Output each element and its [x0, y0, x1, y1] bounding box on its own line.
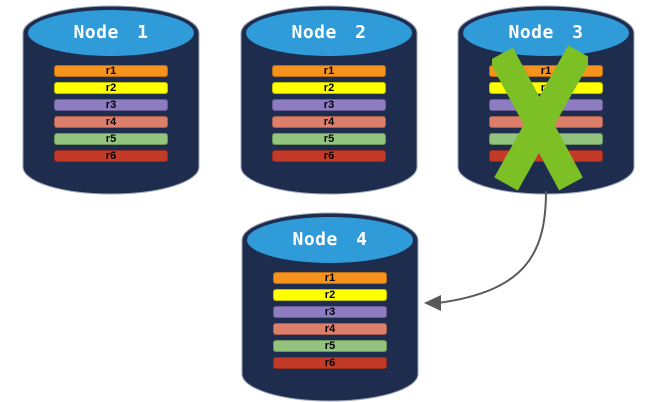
node-title: Node 4 — [292, 229, 368, 250]
replica-row-r2: r2 — [54, 82, 168, 94]
replica-row-r4: r4 — [489, 116, 603, 128]
replica-list: r1 r2 r3 r4 r5 r6 — [54, 65, 168, 167]
replica-label: r2 — [323, 82, 335, 94]
replica-row-r4: r4 — [54, 116, 168, 128]
cylinder-top-face — [463, 10, 629, 56]
arrow-curve — [437, 190, 547, 304]
replica-label: r5 — [324, 340, 336, 352]
node-1-cylinder: Node 1 r1 r2 r3 r4 r5 r6 — [22, 5, 200, 195]
replica-row-r3: r3 — [272, 99, 386, 111]
replica-label: r5 — [540, 133, 552, 145]
replica-row-r5: r5 — [54, 133, 168, 145]
replica-label: r1 — [540, 65, 552, 77]
replica-label: r4 — [105, 116, 117, 128]
replica-label: r1 — [323, 65, 335, 77]
cylinder-top-face — [247, 217, 413, 263]
replica-row-r6: r6 — [272, 150, 386, 162]
replica-row-r3: r3 — [54, 99, 168, 111]
replica-label: r4 — [324, 323, 336, 335]
replica-row-r2: r2 — [273, 289, 387, 301]
replica-label: r4 — [540, 116, 552, 128]
replica-label: r1 — [105, 65, 117, 77]
replica-label: r3 — [540, 99, 552, 111]
replica-list: r1 r2 r3 r4 r5 r6 — [273, 272, 387, 374]
replica-row-r6: r6 — [273, 357, 387, 369]
replica-row-r6: r6 — [54, 150, 168, 162]
replica-row-r2: r2 — [272, 82, 386, 94]
node-title: Node 3 — [508, 22, 584, 43]
replica-row-r5: r5 — [273, 340, 387, 352]
node-4-cylinder: Node 4 r1 r2 r3 r4 r5 r6 — [241, 212, 419, 402]
replica-label: r4 — [323, 116, 335, 128]
arrow-head — [424, 295, 441, 311]
replica-label: r2 — [324, 289, 336, 301]
replica-label: r6 — [323, 150, 335, 162]
replica-row-r6: r6 — [489, 150, 603, 162]
replica-row-r2: r2 — [489, 82, 603, 94]
replica-label: r3 — [324, 306, 336, 318]
node-3-cylinder: Node 3 r1 r2 r3 r4 r5 r6 — [457, 5, 635, 195]
replica-label: r5 — [323, 133, 335, 145]
replica-label: r3 — [323, 99, 335, 111]
replica-label: r2 — [105, 82, 117, 94]
replica-row-r5: r5 — [272, 133, 386, 145]
replica-row-r4: r4 — [272, 116, 386, 128]
replica-label: r5 — [105, 133, 117, 145]
replica-list: r1 r2 r3 r4 r5 r6 — [489, 65, 603, 167]
replica-row-r1: r1 — [273, 272, 387, 284]
replica-label: r6 — [324, 357, 336, 369]
replica-list: r1 r2 r3 r4 r5 r6 — [272, 65, 386, 167]
cylinder-top-face — [28, 10, 194, 56]
replica-row-r3: r3 — [489, 99, 603, 111]
replica-row-r3: r3 — [273, 306, 387, 318]
replica-label: r6 — [540, 150, 552, 162]
replica-row-r1: r1 — [54, 65, 168, 77]
replica-row-r1: r1 — [489, 65, 603, 77]
replica-label: r3 — [105, 99, 117, 111]
replica-label: r6 — [105, 150, 117, 162]
replica-label: r1 — [324, 272, 336, 284]
replica-label: r2 — [540, 82, 552, 94]
cylinder-top-face — [246, 10, 412, 56]
replica-row-r5: r5 — [489, 133, 603, 145]
node-title: Node 2 — [291, 22, 367, 43]
replica-row-r4: r4 — [273, 323, 387, 335]
node-2-cylinder: Node 2 r1 r2 r3 r4 r5 r6 — [240, 5, 418, 195]
node-title: Node 1 — [73, 22, 149, 43]
replica-row-r1: r1 — [272, 65, 386, 77]
